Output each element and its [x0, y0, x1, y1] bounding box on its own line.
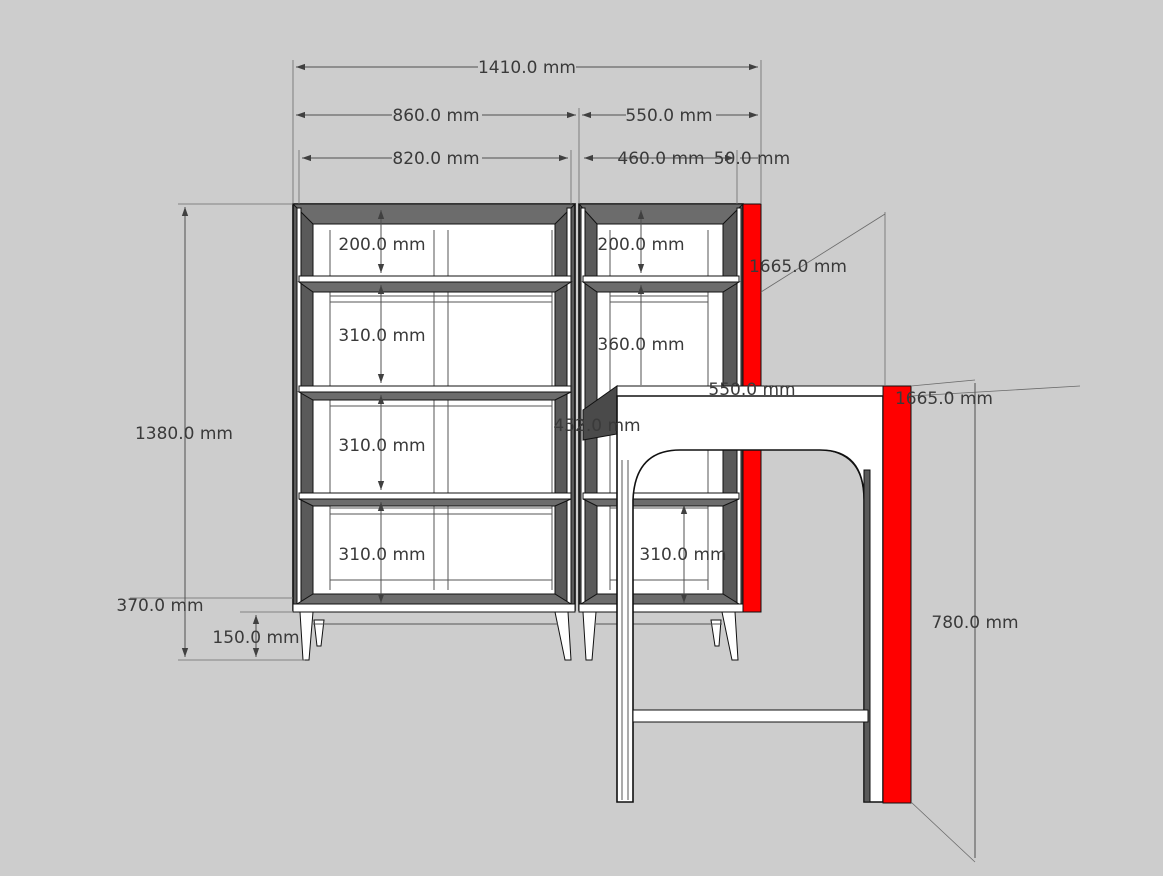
- leg-height-label: 150.0 mm: [212, 628, 299, 648]
- total-height-label: 1380.0 mm: [135, 424, 233, 444]
- table-height-label: 780.0 mm: [931, 613, 1018, 633]
- left-inner-width-label: 820.0 mm: [392, 149, 479, 169]
- extension-lines: [130, 60, 1081, 863]
- left-cabinet: [291, 203, 577, 661]
- left-shelf-3-label: 310.0 mm: [338, 436, 425, 456]
- dimension-labels: 1410.0 mm 860.0 mm 550.0 mm 820.0 mm 460…: [116, 57, 1019, 648]
- bar-table: [582, 385, 912, 804]
- table-width-label: 550.0 mm: [708, 380, 795, 400]
- overlap-label: 452.0 mm: [553, 416, 640, 436]
- left-shelf-2-label: 310.0 mm: [338, 326, 425, 346]
- leg-offset-label: 370.0 mm: [116, 596, 203, 616]
- total-width-label: 1410.0 mm: [478, 58, 576, 78]
- right-inner-width-label: 460.0 mm: [617, 149, 704, 169]
- right-shelf-1-label: 200.0 mm: [597, 235, 684, 255]
- depth-top-label: 1665.0 mm: [749, 257, 847, 277]
- left-shelf-4-label: 310.0 mm: [338, 545, 425, 565]
- depth-table-label: 1665.0 mm: [895, 389, 993, 409]
- left-shelf-1-label: 200.0 mm: [338, 235, 425, 255]
- left-cabinet-width-label: 860.0 mm: [392, 106, 479, 126]
- side-panel-label: 50.0 mm: [714, 149, 790, 169]
- right-shelf-4-label: 310.0 mm: [639, 545, 726, 565]
- right-shelf-2-label: 360.0 mm: [597, 335, 684, 355]
- red-table-panel: [882, 385, 912, 804]
- right-cabinet-width-label: 550.0 mm: [625, 106, 712, 126]
